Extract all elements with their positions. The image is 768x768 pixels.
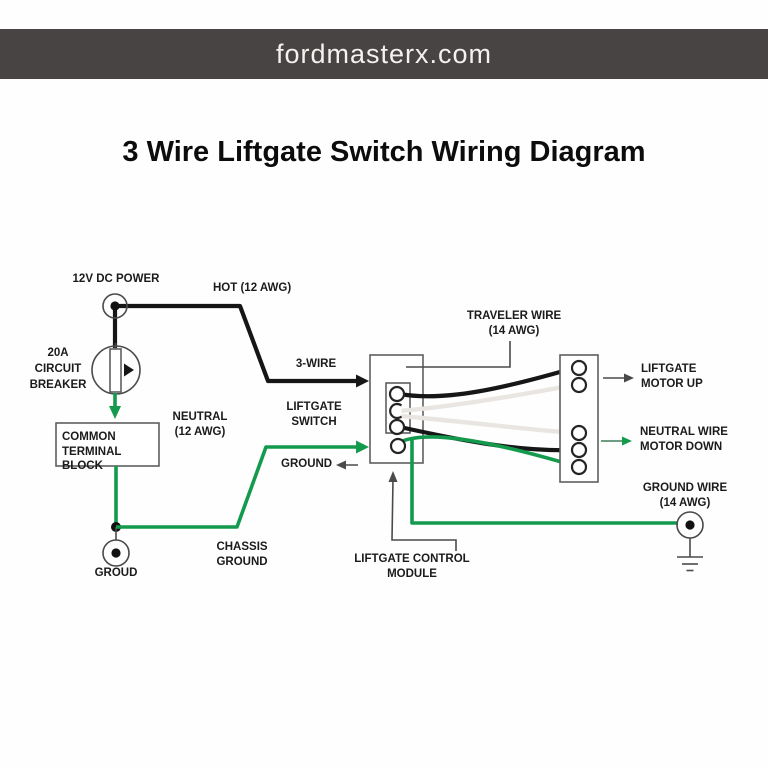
ground-pointer-arrowhead [336, 460, 346, 470]
earth-terminal-dot [685, 520, 695, 530]
ground-terminal-dot [111, 548, 121, 558]
label-liftgate-switch: LIFTGATE SWITCH [286, 401, 342, 428]
motor-up-arrowhead [624, 373, 634, 383]
site-domain: fordmasterx.com [275, 38, 493, 69]
switch-terminal-3 [388, 418, 406, 436]
switch-terminal-2 [389, 402, 403, 420]
label-3-wire: 3-WIRE [295, 358, 337, 370]
control-module-arrowhead [388, 471, 398, 482]
label-ground-pointer: GROUND [281, 458, 333, 470]
traveler-leader-line [406, 341, 511, 368]
breaker-triangle-icon [124, 363, 134, 377]
header-bar: fordmasterx.com [0, 29, 768, 79]
label-chassis-ground: CHASSIS GROUND [216, 541, 268, 568]
page-title: 3 Wire Liftgate Switch Wiring Diagram [122, 136, 646, 168]
switch-terminal-4 [389, 437, 407, 455]
white-wire-lower [397, 413, 577, 436]
power-terminal-circle [102, 293, 128, 319]
white-wire-upper [396, 382, 577, 414]
label-hot-12awg: HOT (12 AWG) [213, 282, 292, 294]
label-liftgate-motor-up: LIFTGATE MOTOR UP [641, 363, 703, 390]
label-circuit-breaker: 20A CIRCUIT BREAKER [29, 347, 87, 391]
ground-terminal-circle [102, 539, 130, 567]
label-12v-dc-power: 12V DC POWER [72, 273, 160, 285]
motor-terminal-2 [570, 376, 588, 394]
neutral-wire [116, 445, 358, 529]
power-terminal-dot [110, 301, 120, 311]
motor-terminal-3 [570, 424, 588, 442]
label-terminal-block: COMMON TERMINAL BLOCK [62, 431, 122, 472]
neutral-wire-arrowhead [356, 440, 369, 454]
switch-terminal-1 [388, 385, 406, 403]
ground-wire-run [410, 438, 678, 525]
green-wire-to-motor [399, 435, 576, 468]
motor-terminal-1 [570, 359, 588, 377]
label-neutral-motor-down: NEUTRAL WIRE MOTOR DOWN [640, 426, 728, 453]
traveler-wire-black-up [399, 365, 575, 399]
motor-terminal-4 [570, 441, 588, 459]
label-traveler-wire: TRAVELER WIRE (14 AWG) [466, 310, 562, 337]
breaker-to-block-arrowhead [109, 406, 121, 419]
motor-terminal-5 [570, 458, 588, 476]
control-module-leader-line [391, 478, 457, 551]
label-neutral-12awg: NEUTRAL (12 AWG) [172, 411, 228, 438]
label-ground-wire: GROUND WIRE (14 AWG) [642, 482, 728, 509]
label-control-module: LIFTGATE CONTROL MODULE [354, 553, 470, 580]
hot-wire [115, 303, 358, 384]
motor-down-arrowhead [622, 436, 632, 446]
hot-wire-arrowhead [356, 374, 369, 388]
label-groud: GROUD [94, 567, 138, 579]
breaker-element [109, 348, 122, 393]
terminal-block-box [55, 422, 160, 467]
